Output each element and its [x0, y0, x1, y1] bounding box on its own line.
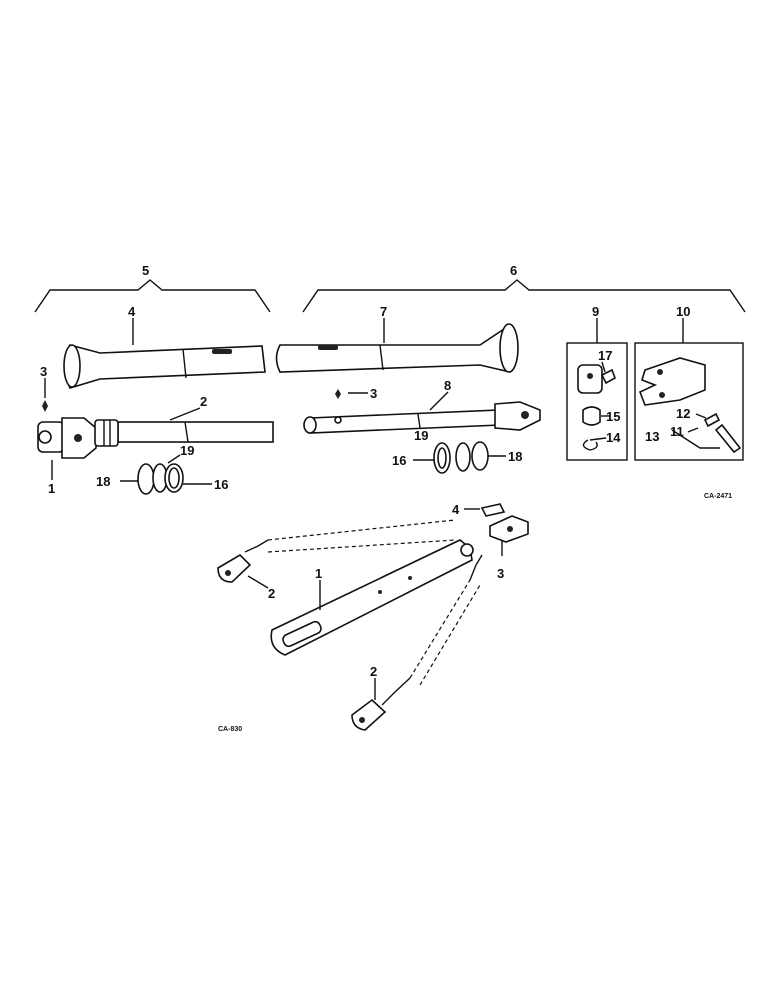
callout-4-shield: 4	[128, 304, 136, 319]
callout-10-kit: 10	[676, 304, 690, 319]
callout-18-right: 18	[508, 449, 522, 464]
shaft-assembly-2	[117, 421, 274, 443]
callout-12: 12	[676, 406, 690, 421]
drawbar-pin-4	[480, 503, 506, 517]
callout-17: 17	[598, 348, 612, 363]
callout-2-chain-bottom: 2	[370, 664, 377, 679]
pin-3-left	[42, 400, 48, 412]
callout-4-drawbar-pin: 4	[452, 502, 460, 517]
leader-lines	[44, 318, 707, 700]
callout-8-shaft: 8	[444, 378, 451, 393]
brace-group-5	[34, 279, 271, 313]
callout-15: 15	[606, 409, 620, 424]
rings-left	[137, 463, 184, 495]
callout-6: 6	[510, 263, 517, 278]
chain-2-bottom	[351, 554, 483, 731]
drawbar-1	[270, 539, 474, 656]
callout-3-left: 3	[40, 364, 47, 379]
shield-7	[275, 323, 519, 373]
callout-2-chain-top: 2	[268, 586, 275, 601]
shield-4	[63, 344, 266, 389]
rings-right	[433, 441, 489, 474]
drawing-code-lower: CA-830	[218, 726, 242, 733]
callout-9-kit: 9	[592, 304, 599, 319]
callout-14: 14	[606, 430, 621, 445]
drawing-code-upper: CA-2471	[704, 493, 732, 500]
callout-19-right: 19	[414, 428, 428, 443]
callout-2-shaft: 2	[200, 394, 207, 409]
universal-joint-1	[37, 417, 119, 459]
callout-3-right: 3	[370, 386, 377, 401]
callout-18-left: 18	[96, 474, 110, 489]
callout-1-drawbar: 1	[315, 566, 322, 581]
chain-2-top	[217, 519, 456, 583]
callout-11: 11	[670, 424, 684, 439]
brace-group-6	[302, 279, 746, 313]
callout-5: 5	[142, 263, 149, 278]
callout-19-left: 19	[180, 443, 194, 458]
shaft-8	[303, 401, 541, 434]
callout-7-shield: 7	[380, 304, 387, 319]
callout-16-left: 16	[214, 477, 228, 492]
pin-3-right	[335, 389, 341, 399]
callout-1-yoke: 1	[48, 481, 55, 496]
drawbar-clevis-3	[489, 515, 529, 543]
kit-10-box	[634, 342, 744, 461]
callout-3-clevis: 3	[497, 566, 504, 581]
callout-16-right: 16	[392, 453, 406, 468]
callout-13: 13	[645, 429, 659, 444]
